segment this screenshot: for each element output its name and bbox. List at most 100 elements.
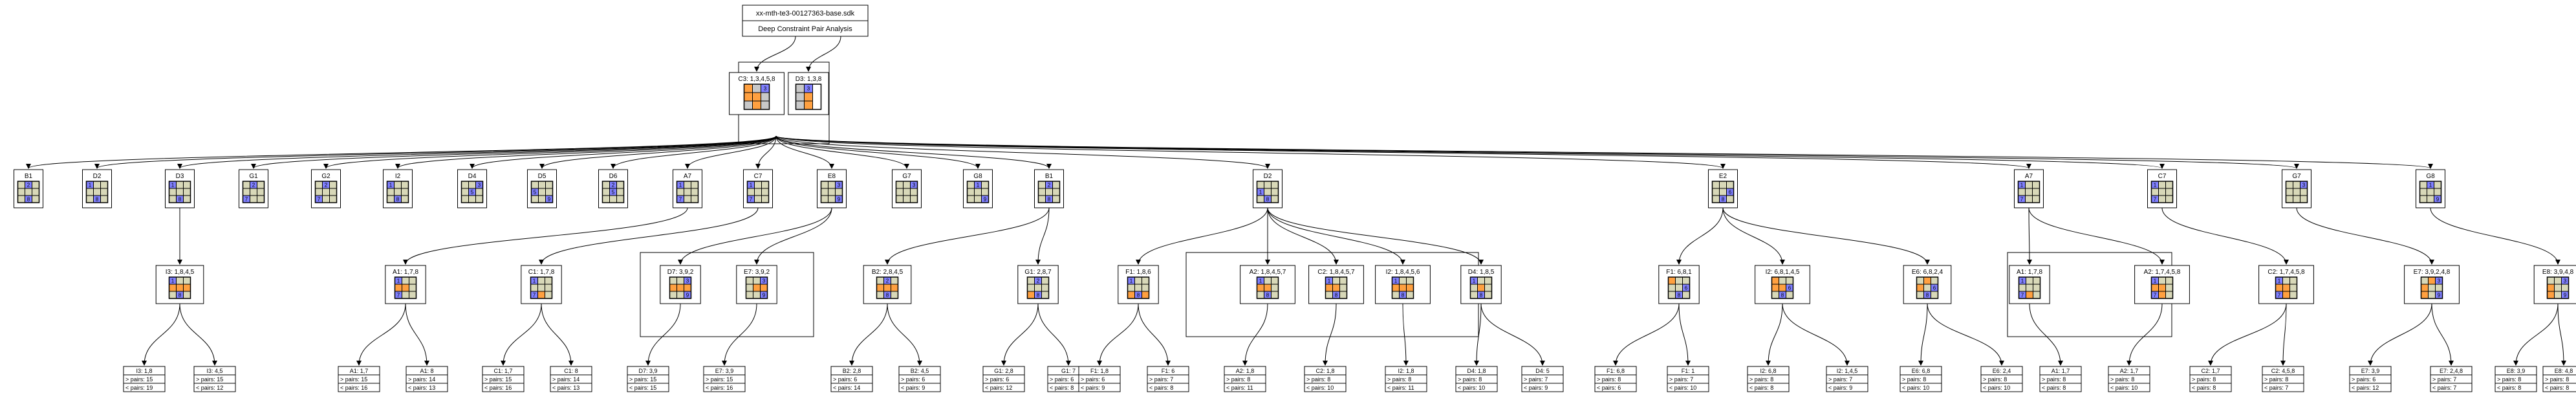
leaf-greater-pairs: > pairs: 6	[901, 376, 925, 383]
cell-digit: 5	[612, 190, 615, 196]
grid-cell	[2434, 188, 2441, 196]
grid-cell	[315, 188, 323, 196]
grid-cell	[169, 188, 177, 196]
cell-digit: 2	[325, 183, 328, 188]
leaf-label: I2: 1,8	[1398, 368, 1414, 374]
leaf-greater-pairs: > pairs: 15	[706, 376, 733, 383]
cell-digit: 8	[1722, 197, 1725, 203]
grid-cell	[1484, 291, 1492, 299]
grid-cell	[753, 291, 761, 299]
tree-edge	[395, 135, 777, 169]
leaf-greater-pairs: > pairs: 6	[1050, 376, 1074, 383]
cell-digit: 1	[171, 278, 175, 284]
grid-cell	[1325, 291, 1333, 299]
leaf-node: C1: 1,7> pairs: 15< pairs: 16	[482, 366, 525, 392]
leaf-lesser-pairs: < pairs: 10	[1458, 385, 1485, 391]
cell-digit: 1	[977, 183, 980, 188]
grid-cell	[981, 181, 989, 189]
cell-digit: 8	[1335, 293, 1338, 298]
leaf-lesser-pairs: < pairs: 16	[340, 385, 367, 391]
grid-cell	[176, 181, 184, 189]
grid-cell	[1477, 284, 1485, 292]
grid-border	[168, 276, 191, 299]
grid-cell	[2025, 181, 2033, 189]
level1-node-grid: 17	[2017, 181, 2040, 203]
node-label: D3	[176, 173, 184, 180]
leaf-greater-pairs: > pairs: 8	[2497, 376, 2521, 383]
grid-cell	[545, 181, 553, 189]
grid-cell	[761, 181, 769, 189]
leaf-label: A1: 1,7	[2051, 368, 2070, 374]
leaf-greater-pairs: > pairs: 8	[1597, 376, 1621, 383]
leaf-box	[2189, 366, 2232, 392]
leaf-label: C1: 8	[564, 368, 578, 374]
tree-edge	[1480, 303, 1545, 366]
tree-edge	[356, 303, 406, 366]
tree-edge	[1918, 303, 1928, 366]
grid-border	[795, 84, 822, 110]
leaf-label: E7: 2,4,8	[2440, 368, 2463, 374]
grid-cell	[2032, 181, 2040, 189]
leaf-lesser-pairs: < pairs: 16	[484, 385, 512, 391]
grid-cell	[545, 284, 552, 292]
grid-cell	[2275, 284, 2283, 292]
grid-border	[743, 84, 770, 110]
grid-cell	[1406, 284, 1414, 292]
grid-cell	[395, 284, 402, 292]
grid-cell	[1041, 284, 1049, 292]
leaf-lesser-pairs: < pairs: 9	[1828, 385, 1852, 391]
grid-cell	[2282, 291, 2290, 299]
node-label: I3: 1,8,4,5	[166, 269, 195, 276]
grid-cell	[684, 188, 691, 196]
grid-border	[746, 181, 770, 203]
grid-border	[2546, 276, 2570, 299]
grid-cell	[1668, 276, 1676, 285]
grid-cell	[753, 284, 761, 292]
cell-digit: 7	[533, 293, 536, 298]
level2-node: I2: 6,8,1,4,568	[1755, 265, 1810, 304]
tree-edge	[775, 135, 1270, 169]
grid-cell	[183, 188, 191, 196]
leaf-greater-pairs: > pairs: 8	[2042, 376, 2066, 383]
tree-edge	[722, 303, 757, 366]
grid-cell	[545, 291, 552, 299]
leaf-lesser-pairs: < pairs: 7	[2432, 385, 2456, 391]
leaf-label: F1: 1	[1682, 368, 1695, 374]
tree-edge	[1402, 303, 1409, 366]
grid-cell	[2561, 284, 2569, 292]
leaf-lesser-pairs: < pairs: 14	[833, 385, 860, 391]
grid-cell	[2165, 291, 2173, 299]
grid-cell	[1027, 284, 1035, 292]
leaf-greater-pairs: > pairs: 8	[1902, 376, 1926, 383]
tree-edge	[2513, 303, 2559, 366]
tree-edge	[1267, 207, 1405, 265]
grid-cell	[691, 181, 698, 189]
leaf-greater-pairs: > pairs: 7	[1149, 376, 1173, 383]
leaf-label: D4: 5	[1535, 368, 1550, 374]
grid-cell	[2026, 291, 2033, 299]
level2-node-grid: 68	[1916, 276, 1939, 299]
leaf-box	[2039, 366, 2082, 392]
leaf-label: A2: 1,7	[2120, 368, 2139, 374]
tree-edge	[678, 207, 832, 265]
level1-node-grid: 39	[820, 181, 843, 203]
leaf-label: C2: 1,7	[2201, 368, 2220, 374]
leaf-lesser-pairs: < pairs: 11	[1387, 385, 1414, 391]
grid-cell	[746, 291, 753, 299]
grid-border	[314, 181, 338, 203]
grid-cell	[967, 181, 975, 189]
grid-cell	[2151, 284, 2159, 292]
leaf-node: A1: 1,7> pairs: 8< pairs: 8	[2039, 366, 2082, 392]
grid-cell	[183, 181, 191, 189]
grid-cell	[910, 195, 918, 203]
cell-digit: 7	[318, 197, 321, 203]
grid-cell	[461, 195, 469, 203]
tree-edge	[1242, 303, 1268, 366]
grid-cell	[1264, 284, 1272, 292]
leaf-lesser-pairs: < pairs: 11	[1226, 385, 1253, 391]
grid-cell	[1038, 195, 1046, 203]
